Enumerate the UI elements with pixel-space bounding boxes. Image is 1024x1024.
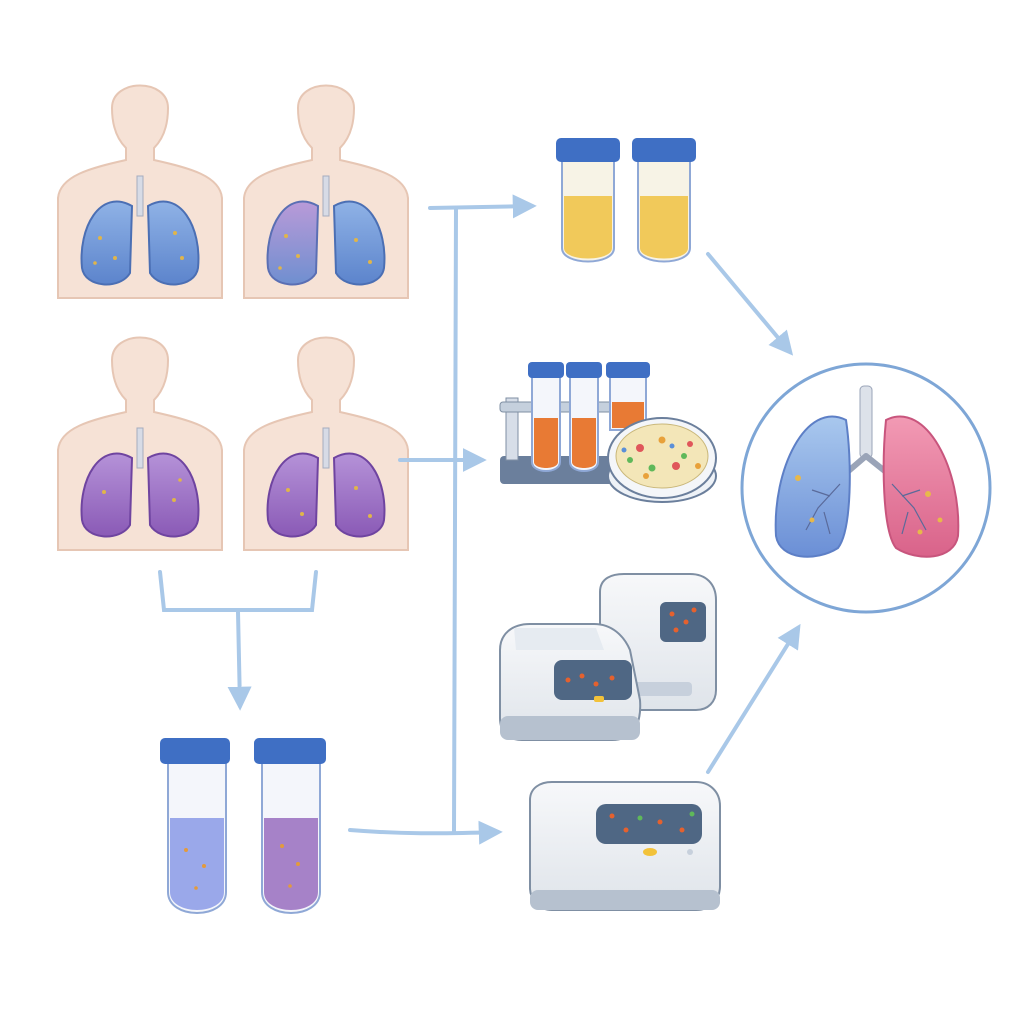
- right-lung: [146, 200, 200, 286]
- specimen-cups-icon: [556, 138, 696, 263]
- sample-tube-blue: [160, 738, 230, 914]
- left-lung: [266, 452, 320, 538]
- patient-4: [243, 336, 409, 551]
- left-lung-large: [774, 415, 851, 558]
- left-lung: [80, 452, 134, 538]
- patient-2: [243, 84, 409, 299]
- patient-3: [57, 336, 223, 551]
- result-arrows: [706, 252, 801, 774]
- lab-instruments-icon: [499, 573, 717, 741]
- bracket-connector: [158, 570, 318, 711]
- right-lung: [146, 452, 200, 538]
- test-tube-rack-and-petri-dish-icon: [499, 362, 717, 503]
- patient-1: [57, 84, 223, 299]
- sample-tube-purple: [254, 738, 326, 914]
- analyzer-machine-icon: [529, 781, 721, 911]
- distribution-arrows: [348, 194, 537, 845]
- lungs-in-circle-icon: [740, 362, 992, 614]
- right-lung: [332, 200, 386, 286]
- left-lung: [266, 200, 320, 286]
